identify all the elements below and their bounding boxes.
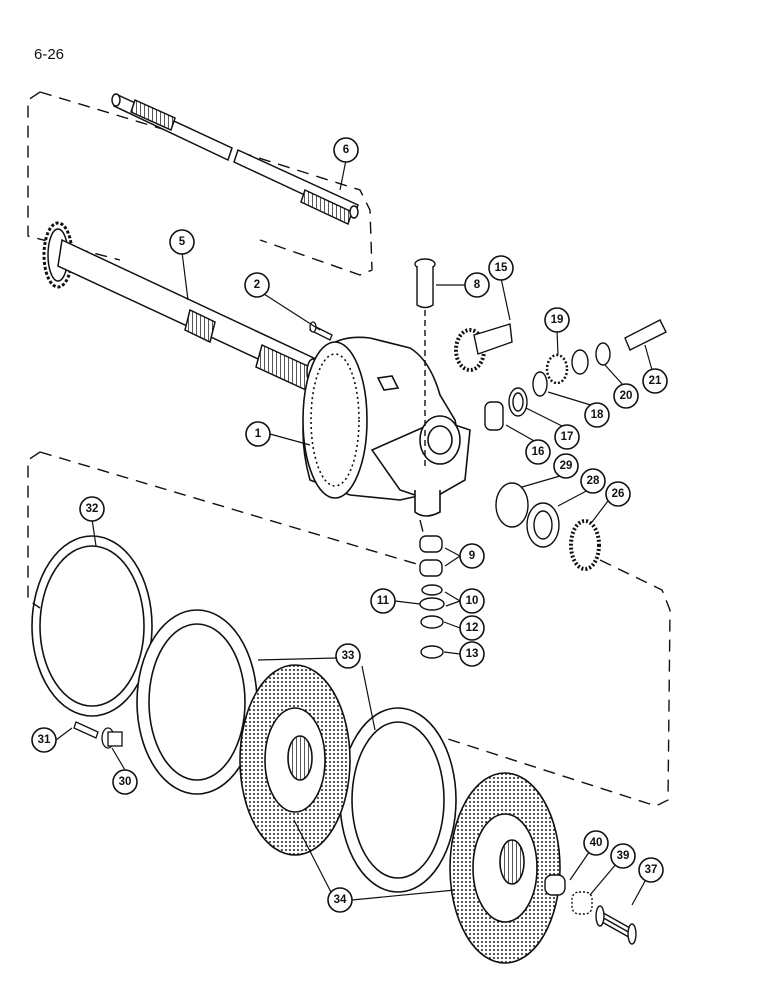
svg-text:40: 40 xyxy=(590,837,603,849)
svg-text:26: 26 xyxy=(612,488,625,500)
spring-parts-37-39-40 xyxy=(544,874,637,945)
callout-1: 1 xyxy=(245,421,271,447)
differential-housing-1 xyxy=(302,336,471,517)
svg-text:5: 5 xyxy=(179,236,186,248)
svg-text:32: 32 xyxy=(86,503,99,515)
callout-10: 10 xyxy=(459,588,485,614)
callout-19: 19 xyxy=(544,307,570,333)
page-number: 6-26 xyxy=(34,46,65,63)
callout-32: 32 xyxy=(79,496,105,522)
svg-text:31: 31 xyxy=(38,734,51,746)
svg-text:17: 17 xyxy=(561,431,574,443)
friction-disc-34a xyxy=(239,664,351,856)
callout-9: 9 xyxy=(459,543,485,569)
svg-text:33: 33 xyxy=(342,650,355,662)
callout-5: 5 xyxy=(169,229,195,255)
callout-26: 26 xyxy=(605,481,631,507)
svg-text:30: 30 xyxy=(119,776,132,788)
gear-bearing-26-28-29 xyxy=(495,482,601,571)
callout-31: 31 xyxy=(31,727,57,753)
plain-ring-32 xyxy=(31,535,153,717)
callout-34: 34 xyxy=(327,887,353,913)
svg-text:29: 29 xyxy=(560,460,573,472)
svg-text:2: 2 xyxy=(254,279,260,291)
steel-plate-33a xyxy=(136,609,258,795)
svg-text:28: 28 xyxy=(587,475,600,487)
callout-20: 20 xyxy=(613,383,639,409)
callout-39: 39 xyxy=(610,843,636,869)
svg-text:11: 11 xyxy=(377,595,390,607)
callout-21: 21 xyxy=(642,368,668,394)
svg-text:39: 39 xyxy=(617,850,630,862)
svg-text:13: 13 xyxy=(466,648,479,660)
callout-11: 11 xyxy=(370,588,396,614)
bearings-16-21 xyxy=(484,319,667,431)
callout-6: 6 xyxy=(333,137,359,163)
bolt-2 xyxy=(309,321,333,341)
svg-text:12: 12 xyxy=(466,622,479,634)
callout-18: 18 xyxy=(584,402,610,428)
callout-28: 28 xyxy=(580,468,606,494)
callout-16: 16 xyxy=(525,439,551,465)
svg-text:19: 19 xyxy=(551,314,564,326)
callout-2: 2 xyxy=(244,272,270,298)
callout-29: 29 xyxy=(553,453,579,479)
pinion-gear-15 xyxy=(454,323,513,372)
svg-text:8: 8 xyxy=(474,279,481,291)
callout-40: 40 xyxy=(583,830,609,856)
svg-text:9: 9 xyxy=(469,550,475,562)
shaft-5 xyxy=(42,221,320,392)
svg-text:18: 18 xyxy=(591,409,604,421)
svg-text:34: 34 xyxy=(334,894,347,906)
callout-12: 12 xyxy=(459,615,485,641)
svg-text:6: 6 xyxy=(343,144,349,156)
callout-33: 33 xyxy=(335,643,361,669)
callout-30: 30 xyxy=(112,769,138,795)
svg-text:15: 15 xyxy=(495,262,508,274)
svg-text:1: 1 xyxy=(255,428,262,440)
callout-37: 37 xyxy=(638,857,664,883)
friction-disc-34b xyxy=(449,772,561,964)
pin-8 xyxy=(414,258,436,470)
bolt-30-31 xyxy=(73,721,123,749)
svg-text:20: 20 xyxy=(620,390,633,402)
svg-text:16: 16 xyxy=(532,446,545,458)
callout-13: 13 xyxy=(459,641,485,667)
svg-text:37: 37 xyxy=(645,864,658,876)
callout-17: 17 xyxy=(554,424,580,450)
bushing-stack-9-13 xyxy=(419,535,445,659)
shaft-6 xyxy=(111,93,359,226)
svg-text:21: 21 xyxy=(649,375,662,387)
svg-text:10: 10 xyxy=(466,595,479,607)
callout-15: 15 xyxy=(488,255,514,281)
callout-8: 8 xyxy=(464,272,490,298)
steel-plate-33b xyxy=(339,707,457,893)
